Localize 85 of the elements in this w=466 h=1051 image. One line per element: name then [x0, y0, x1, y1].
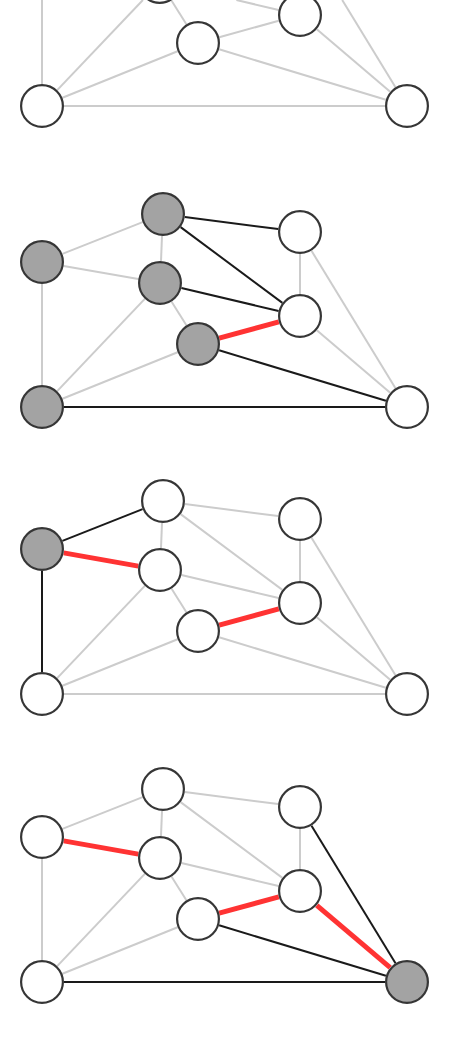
- edge-line: [63, 406, 386, 408]
- edge-line: [61, 508, 144, 542]
- selected-node-circle: [20, 385, 64, 429]
- edge-line: [235, 0, 280, 11]
- edge-line: [170, 587, 188, 614]
- edge-line: [180, 287, 280, 312]
- edge-line: [183, 215, 280, 231]
- edge-line: [61, 50, 179, 99]
- edge-line: [218, 349, 387, 402]
- node-circle: [385, 672, 429, 716]
- edge-line: [310, 824, 397, 965]
- edge-line: [341, 0, 397, 89]
- edge-line: [179, 226, 284, 304]
- node-circle: [278, 869, 322, 913]
- edge-line: [63, 981, 386, 983]
- highlighted-edge: [218, 606, 280, 628]
- edge-line: [315, 28, 392, 93]
- highlighted-edge: [63, 838, 139, 857]
- node-circle: [20, 672, 64, 716]
- edge-line: [218, 636, 387, 689]
- edge-line: [61, 221, 144, 255]
- edge-line: [61, 796, 144, 830]
- edge-line: [41, 570, 43, 673]
- edge-line: [160, 522, 163, 549]
- selected-node-circle: [138, 261, 182, 305]
- edge-line: [180, 574, 280, 599]
- node-circle: [385, 84, 429, 128]
- node-circle: [20, 84, 64, 128]
- selected-node-circle: [176, 322, 220, 366]
- node-circle: [278, 581, 322, 625]
- node-circle: [176, 897, 220, 941]
- edge-line: [310, 249, 397, 390]
- edge-line: [299, 253, 301, 295]
- edge-line: [299, 540, 301, 582]
- node-circle: [278, 210, 322, 254]
- edge-line: [179, 513, 284, 591]
- highlighted-edge: [218, 319, 280, 341]
- node-circle: [20, 815, 64, 859]
- selected-node-circle: [20, 240, 64, 284]
- edge-line: [61, 638, 179, 687]
- node-circle: [176, 21, 220, 65]
- node-circle: [278, 785, 322, 829]
- edge-line: [61, 926, 179, 975]
- node-circle: [278, 294, 322, 338]
- node-circle: [138, 548, 182, 592]
- edge-line: [41, 283, 43, 386]
- node-circle: [176, 609, 220, 653]
- highlighted-edge: [63, 550, 139, 569]
- edge-line: [315, 329, 392, 394]
- node-circle: [141, 767, 185, 811]
- edge-line: [56, 872, 146, 968]
- selected-node-circle: [20, 527, 64, 571]
- edge-line: [62, 264, 140, 281]
- edge-line: [183, 502, 280, 518]
- edge-line: [180, 862, 280, 887]
- highlighted-edge: [315, 903, 392, 970]
- selected-node-circle: [141, 192, 185, 236]
- edge-line: [183, 790, 280, 806]
- edge-line: [160, 235, 163, 262]
- node-circle: [20, 960, 64, 1004]
- edge-line: [170, 300, 188, 327]
- node-circle: [138, 836, 182, 880]
- edge-line: [63, 693, 386, 695]
- node-circle: [141, 479, 185, 523]
- edge-line: [41, 858, 43, 961]
- edge-line: [179, 801, 284, 879]
- edge-line: [56, 297, 146, 393]
- highlighted-edge: [218, 894, 280, 916]
- edge-line: [61, 351, 179, 400]
- edge-line: [315, 616, 392, 681]
- edge-line: [56, 584, 146, 680]
- edge-line: [41, 0, 43, 85]
- edge-line: [310, 536, 397, 677]
- edge-line: [160, 810, 163, 837]
- edge-line: [170, 875, 188, 902]
- edge-line: [170, 0, 188, 26]
- node-circle: [385, 385, 429, 429]
- edge-line: [63, 105, 386, 107]
- selected-node-circle: [385, 960, 429, 1004]
- edge-line: [218, 48, 387, 101]
- node-circle: [278, 497, 322, 541]
- edge-line: [218, 19, 280, 39]
- edge-line: [218, 924, 387, 977]
- edge-line: [299, 828, 301, 870]
- edge-line: [56, 0, 144, 92]
